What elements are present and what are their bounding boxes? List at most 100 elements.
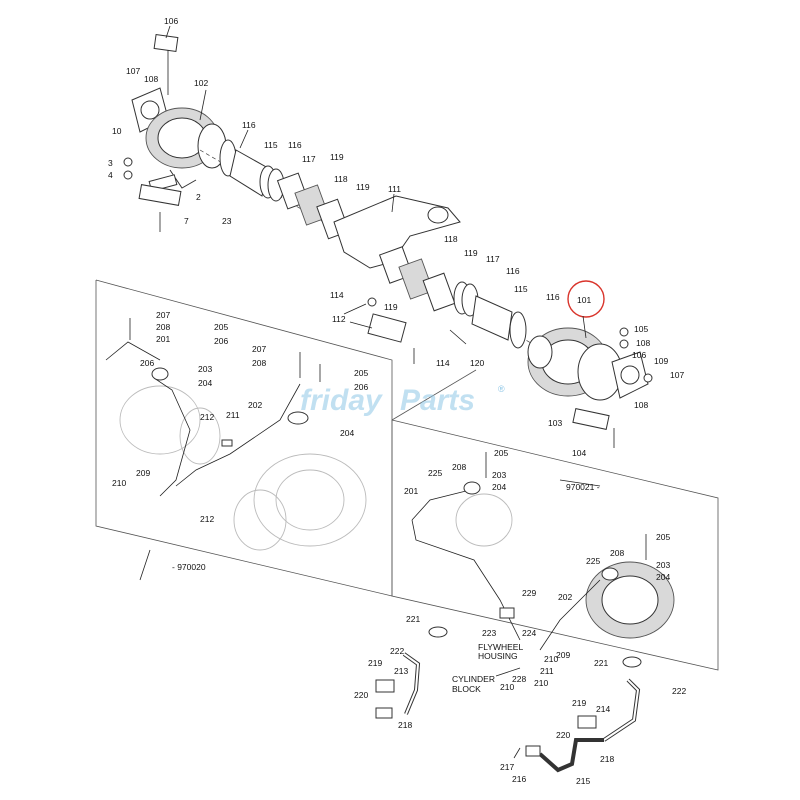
callout-label: 225 [428,468,442,478]
callout-label: 204 [656,572,670,582]
early-version-panel [95,279,393,597]
callout-label: 205 [214,322,228,332]
callout-label: 211 [226,410,240,420]
callout-label: 111 [388,184,401,194]
callout-label: 208 [452,462,466,472]
callout-label: 109 [654,356,668,366]
watermark-brand-left: friday [300,384,383,417]
callout-label: 104 [572,448,586,458]
callout-label: 119 [384,302,398,312]
watermark-registered-mark: ® [498,384,505,394]
callout-label: 220 [354,690,368,700]
callout-label: 116 [546,292,560,302]
callout-label: 207 [252,344,266,354]
callout-label: 218 [600,754,614,764]
callout-label: 119 [356,182,370,192]
callout-label: 220 [556,730,570,740]
callout-label: 211 [540,666,554,676]
callout-label: 204 [340,428,354,438]
callout-label: 206 [354,382,368,392]
note-cylinder: CYLINDER [452,674,495,684]
callout-label: 218 [398,720,412,730]
callout-label: 208 [252,358,266,368]
callout-label: 208 [156,322,170,332]
callout-label: 216 [512,774,526,784]
callout-label: 223 [482,628,496,638]
callout-label-101: 101 [577,295,591,305]
callout-label: 114 [330,290,344,300]
late-version-panel [391,369,719,671]
callout-label: 228 [512,674,526,684]
callout-label: 214 [596,704,610,714]
callout-label: 105 [634,324,648,334]
callout-label: 108 [144,74,158,84]
turbocharger-101 [527,327,653,448]
callout-label: 212 [200,514,214,524]
callout-label: 206 [214,336,228,346]
callout-label: 222 [390,646,404,656]
callout-label: 106 [164,16,178,26]
exhaust-pipe-chain [199,139,561,364]
callout-label: 3 [108,158,113,168]
callout-label: 108 [634,400,648,410]
callout-label: 117 [302,154,316,164]
callout-label: 208 [610,548,624,558]
callout-label: 205 [354,368,368,378]
callout-label: 118 [334,174,348,184]
callout-label: 107 [670,370,684,380]
callout-label: 114 [436,358,450,368]
bracket-112 [367,313,407,343]
callout-label: 108 [636,338,650,348]
callout-label: 213 [394,666,408,676]
callout-label: 225 [586,556,600,566]
callout-label: 107 [126,66,140,76]
note-housing: HOUSING [478,651,518,661]
callout-label: 212 [200,412,214,422]
callout-label: 102 [194,78,208,88]
callout-label: 206 [140,358,154,368]
callout-label: 209 [556,650,570,660]
callout-label: 217 [500,762,514,772]
callout-label: 201 [156,334,170,344]
watermark-brand-right: Parts [400,384,475,417]
callout-label: 4 [108,170,113,180]
callout-label: 221 [594,658,608,668]
callout-labels: 106 107 108 10 102 116 115 116 117 119 1… [108,16,686,786]
callout-label: 202 [558,592,572,602]
callout-label: 103 [548,418,562,428]
note-block: BLOCK [452,684,481,694]
callout-label: 203 [656,560,670,570]
callout-label: 203 [198,364,212,374]
callout-label: 210 [534,678,548,688]
callout-label: 117 [486,254,500,264]
callout-label: 215 [576,776,590,786]
gasket-2 [138,184,182,206]
callout-label: 2 [196,192,201,202]
callout-label: 209 [136,468,150,478]
callout-label: 224 [522,628,536,638]
callout-label: 204 [492,482,506,492]
callout-label: 7 [184,216,189,226]
note-flywheel: FLYWHEEL [478,642,523,652]
callout-label: 210 [500,682,514,692]
callout-label: 119 [464,248,478,258]
callout-label: 106 [632,350,646,360]
callout-label: 120 [470,358,484,368]
callout-label: 219 [368,658,382,668]
callout-label: 116 [242,120,256,130]
callout-label: 210 [112,478,126,488]
callout-label: 204 [198,378,212,388]
callout-label: 116 [506,266,520,276]
serial-note-early: - 970020 [172,562,206,572]
callout-label: 210 [544,654,558,664]
callout-label: 112 [332,314,346,324]
callout-label: 207 [156,310,170,320]
callout-label: 23 [222,216,232,226]
callout-label: 118 [444,234,458,244]
callout-label: 119 [330,152,344,162]
drain-pipes [375,626,642,773]
callout-label: 203 [492,470,506,480]
serial-note-late: 970021 - [566,482,600,492]
leader-lines [139,25,601,677]
